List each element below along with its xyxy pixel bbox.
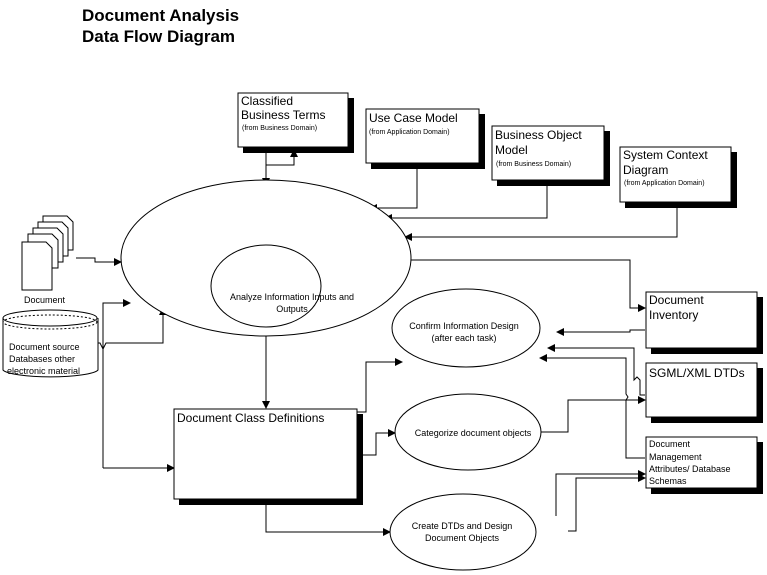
diagram-title-line1: Document Analysis <box>82 6 239 25</box>
businessobj-subtitle: (from Business Domain) <box>496 161 571 168</box>
inventory-title-line2: Inventory <box>649 308 698 322</box>
arrow-database-to-analyze <box>98 307 167 351</box>
database-label-line1: Document source <box>9 342 80 352</box>
arrow-businessobj-to-analyze <box>384 185 548 222</box>
createdtds-label-line1: Create DTDs and Design <box>412 521 513 531</box>
arrow-inventory-to-confirm <box>556 328 645 336</box>
docmgmt-title-line3: Attributes/ Database <box>649 464 731 474</box>
sgml-xml-dtds-box: SGML/XML DTDs <box>645 362 763 423</box>
arrow-createdtds-to-docmgmt <box>555 470 646 516</box>
arrow-docclass-to-confirm <box>357 358 403 413</box>
arrow-docclass-to-categorize <box>357 429 396 456</box>
arrow-createdtds-to-docmgmt-2 <box>568 474 646 532</box>
docmgmt-title-line2: Management <box>649 452 702 462</box>
create-dtds-process <box>389 493 537 571</box>
systemcontext-title-line1: System Context <box>623 148 708 162</box>
document-stack-icon <box>21 215 74 291</box>
analyze-process-inner <box>210 244 322 328</box>
createdtds-label-line2: Document Objects <box>425 533 500 543</box>
docmgmt-title-line4: Schemas <box>649 476 687 486</box>
categorize-process <box>394 393 542 471</box>
classified-title-line2: Business Terms <box>241 108 325 122</box>
arrow-documents-to-analyze <box>76 257 122 266</box>
arrow-categorize-to-sgml <box>541 396 646 433</box>
database-icon <box>2 309 99 378</box>
businessobj-title-line2: Model <box>495 143 528 157</box>
docclass-title: Document Class Definitions <box>177 411 324 425</box>
arrow-docmgmt-to-confirm <box>539 354 645 459</box>
classified-business-terms-box: Classified Business Terms (from Business… <box>237 92 354 153</box>
usecase-subtitle: (from Application Domain) <box>369 129 450 136</box>
arrow-usecase-to-analyze <box>369 165 418 212</box>
use-case-model-box: Use Case Model (from Application Domain) <box>365 108 485 169</box>
sgml-title: SGML/XML DTDs <box>649 366 745 380</box>
inventory-title-line1: Document <box>649 293 704 307</box>
analyze-label-line1: Analyze Information Inputs and <box>230 292 354 302</box>
arrow-database-up-to-analyze <box>102 299 131 468</box>
connectors <box>76 149 678 536</box>
analyze-label-line2: Outputs <box>276 304 308 314</box>
document-management-box: Document Management Attributes/ Database… <box>645 436 763 494</box>
categorize-label: Categorize document objects <box>415 428 532 438</box>
arrow-sgml-to-confirm <box>547 344 645 396</box>
confirm-label-line1: Confirm Information Design <box>409 321 519 331</box>
database-label-line2: Databases other <box>9 354 75 364</box>
confirm-process <box>391 288 541 368</box>
business-object-model-box: Business Object Model (from Business Dom… <box>491 125 610 186</box>
confirm-label-line2: (after each task) <box>431 333 496 343</box>
classified-subtitle: (from Business Domain) <box>242 125 317 132</box>
database-label-line3: electronic material <box>7 366 80 376</box>
arrow-analyze-to-classified <box>266 149 298 166</box>
docmgmt-title-line1: Document <box>649 439 691 449</box>
systemcontext-subtitle: (from Application Domain) <box>624 180 705 187</box>
businessobj-title-line1: Business Object <box>495 128 582 142</box>
document-source-label: Document <box>24 295 66 305</box>
document-class-definitions-box: Document Class Definitions <box>173 408 363 505</box>
arrow-systemcontext-to-analyze <box>404 203 678 241</box>
diagram-title-line2: Data Flow Diagram <box>82 27 235 46</box>
document-inventory-box: Document Inventory <box>645 291 763 354</box>
classified-title-line1: Classified <box>241 94 293 108</box>
systemcontext-title-line2: Diagram <box>623 163 668 177</box>
system-context-diagram-box: System Context Diagram (from Application… <box>619 146 737 208</box>
arrow-docclass-to-createdtds <box>265 500 391 536</box>
usecase-title: Use Case Model <box>369 111 458 125</box>
arrow-analyze-to-inventory <box>410 259 646 312</box>
